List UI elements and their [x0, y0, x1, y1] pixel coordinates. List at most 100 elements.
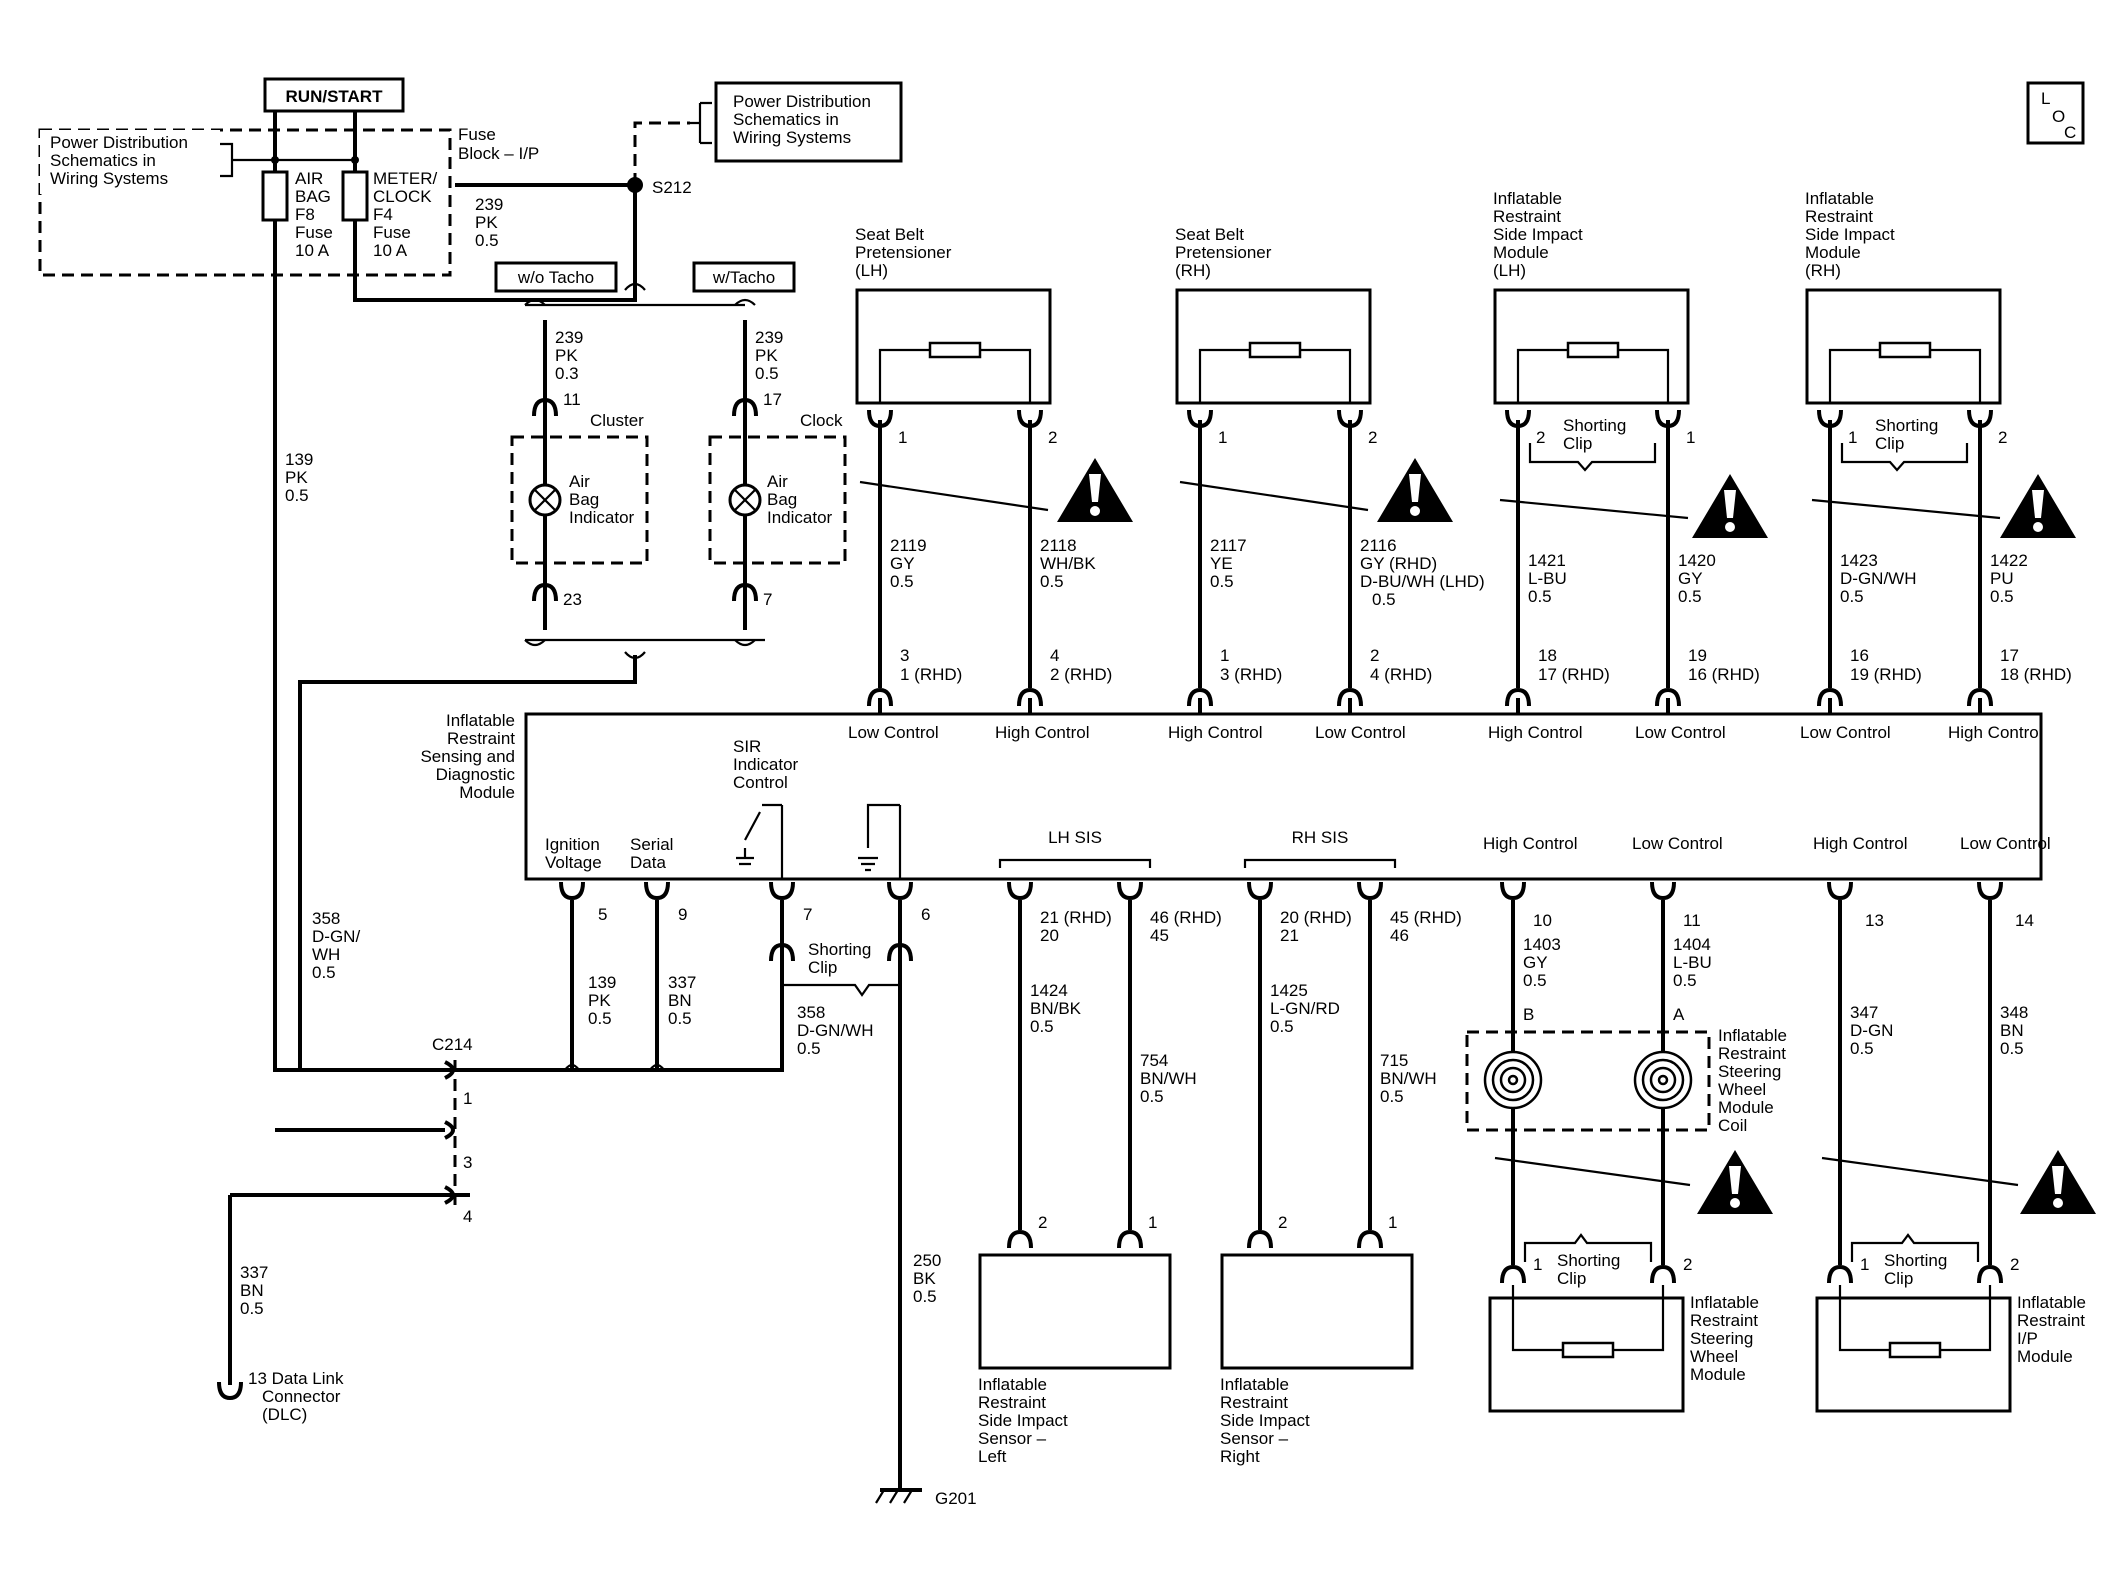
- coil-outline: [1465, 1030, 1711, 1132]
- w358-left-3: WH: [312, 945, 340, 964]
- tp-6b: 16 (RHD): [1688, 665, 1760, 684]
- lh-sis-bracket: [998, 858, 1152, 868]
- up-pin-6: 1: [1686, 428, 1695, 447]
- w1422-1: 1422: [1990, 551, 2028, 570]
- pin-k7-label: 7: [763, 590, 772, 609]
- sim-rh-2: Restraint: [1805, 207, 1873, 226]
- w2116-1: 2116: [1360, 536, 1397, 555]
- dlc-1: 13 Data Link: [248, 1369, 344, 1388]
- loc-o: O: [2052, 107, 2065, 126]
- sw-mod-5: Module: [1690, 1365, 1746, 1384]
- fuse-f8-2: BAG: [295, 187, 331, 206]
- c214-pin-1: 1: [463, 1089, 472, 1108]
- pds-left-3: Wiring Systems: [50, 169, 168, 188]
- tp-5a: 18: [1538, 646, 1557, 665]
- w1403-2: GY: [1523, 953, 1548, 972]
- sensor-l-pin2: [1007, 1230, 1033, 1250]
- lower-left-circuits: 5 9 7 6 Shorting Clip 358 D-GN/ WH 0.5 1…: [217, 880, 977, 1508]
- w139-ign-3: 0.5: [588, 1009, 612, 1028]
- up-pin-4: 2: [1368, 428, 1377, 447]
- w358-left-4: 0.5: [312, 963, 336, 982]
- up-pin-7: 1: [1848, 428, 1857, 447]
- lo-pin-7: 1: [1860, 1255, 1869, 1274]
- instrument-cluster: w/o Tacho w/Tacho 239 PK 0.3 239 PK 0.5 …: [298, 261, 847, 1070]
- sbp-rh-1: Seat Belt: [1175, 225, 1244, 244]
- fuse-f8-body: [261, 170, 289, 222]
- coil-3: Steering: [1718, 1062, 1781, 1081]
- w1404-2: L-BU: [1673, 953, 1712, 972]
- sim-rh-shorting-clip: [1840, 443, 1969, 472]
- clock-label: Clock: [800, 411, 843, 430]
- bp-21b: 20: [1040, 926, 1059, 945]
- loc-l: L: [2041, 89, 2050, 108]
- tp-7b: 19 (RHD): [1850, 665, 1922, 684]
- sbp-lh-1: Seat Belt: [855, 225, 924, 244]
- fuse-f4-body: [341, 170, 369, 222]
- mod-pin-9: [644, 880, 670, 900]
- sbp-rh-squib-icon: [1248, 341, 1302, 359]
- w347-3: 0.5: [1850, 1039, 1874, 1058]
- module-top-stubs: [878, 698, 1982, 714]
- module-title-1: Inflatable: [446, 711, 515, 730]
- ctrl-top-7: Low Control: [1800, 723, 1891, 742]
- bp-7: 7: [803, 905, 812, 924]
- clock-ind-1: Air: [767, 472, 788, 491]
- w347-2: D-GN: [1850, 1021, 1893, 1040]
- w239-main-3: 0.5: [475, 231, 499, 250]
- w337-dlc-1: 337: [240, 1263, 268, 1282]
- fuse-f4-1: METER/: [373, 169, 438, 188]
- w1425-3: 0.5: [1270, 1017, 1294, 1036]
- coil-spiral-b-icon: [1483, 1050, 1543, 1110]
- bp-9: 9: [678, 905, 687, 924]
- w2118-1: 2118: [1040, 536, 1077, 555]
- w754-2: BN/WH: [1140, 1069, 1197, 1088]
- splice-s212: S212 Power Distribution Schematics in Wi…: [455, 81, 903, 307]
- twist-sw: [1494, 1156, 1691, 1187]
- w347-1: 347: [1850, 1003, 1878, 1022]
- sw-clip-2: Clip: [1557, 1269, 1586, 1288]
- module-title-5: Module: [459, 783, 515, 802]
- cluster-lamp-cross: [534, 489, 556, 511]
- fuse-block: RUN/START Fuse Block – I/P Power Distrib…: [38, 77, 637, 1072]
- sw-module-pin1: [1500, 1265, 1526, 1285]
- w358-left-1: 358: [312, 909, 340, 928]
- w239-cluster-2: PK: [555, 346, 578, 365]
- w337-serial-3: 0.5: [668, 1009, 692, 1028]
- bp-46a: 46 (RHD): [1150, 908, 1222, 927]
- bp-20b: 21: [1280, 926, 1299, 945]
- sim-rh-clip-2: Clip: [1875, 434, 1904, 453]
- fuse-f4-2: CLOCK: [373, 187, 432, 206]
- w2118-2: WH/BK: [1040, 554, 1096, 573]
- warning-icon-sbp-lh: [1057, 458, 1133, 522]
- w1422-2: PU: [1990, 569, 2014, 588]
- twist-ip: [1821, 1156, 2019, 1187]
- coil-6: Coil: [1718, 1116, 1747, 1135]
- sw-module-squib-icon: [1561, 1341, 1615, 1359]
- warning-icon-sim-rh: [2000, 474, 2076, 538]
- w337-dlc-3: 0.5: [240, 1299, 264, 1318]
- module-title-4: Diagnostic: [436, 765, 516, 784]
- module-ground-icon: [858, 803, 902, 880]
- pds-left-bracket: [220, 142, 245, 178]
- serial-1: Serial: [630, 835, 673, 854]
- w1422-3: 0.5: [1990, 587, 2014, 606]
- sim-lh-2: Restraint: [1493, 207, 1561, 226]
- sim-lh-clip-1: Shorting: [1563, 416, 1626, 435]
- sim-lh-loop: [1516, 348, 1670, 403]
- tp-5b: 17 (RHD): [1538, 665, 1610, 684]
- coil-2: Restraint: [1718, 1044, 1786, 1063]
- rh-sis-bracket: [1243, 858, 1397, 868]
- w250-1: 250: [913, 1251, 941, 1270]
- sir-switch-icon: [736, 803, 784, 880]
- w2119-2: GY: [890, 554, 915, 573]
- sim-lh-3: Side Impact: [1493, 225, 1583, 244]
- w139-main-2: PK: [285, 468, 308, 487]
- loc-c: C: [2064, 123, 2076, 142]
- tacho-w-label: w/Tacho: [712, 268, 775, 287]
- sim-lh-clip-2: Clip: [1563, 434, 1592, 453]
- twist-sbp-lh: [859, 480, 1049, 512]
- bp-10: 10: [1533, 911, 1552, 930]
- dlc-2: Connector: [262, 1387, 341, 1406]
- ip-mod-4: Module: [2017, 1347, 2073, 1366]
- sw-module-loop: [1511, 1285, 1665, 1352]
